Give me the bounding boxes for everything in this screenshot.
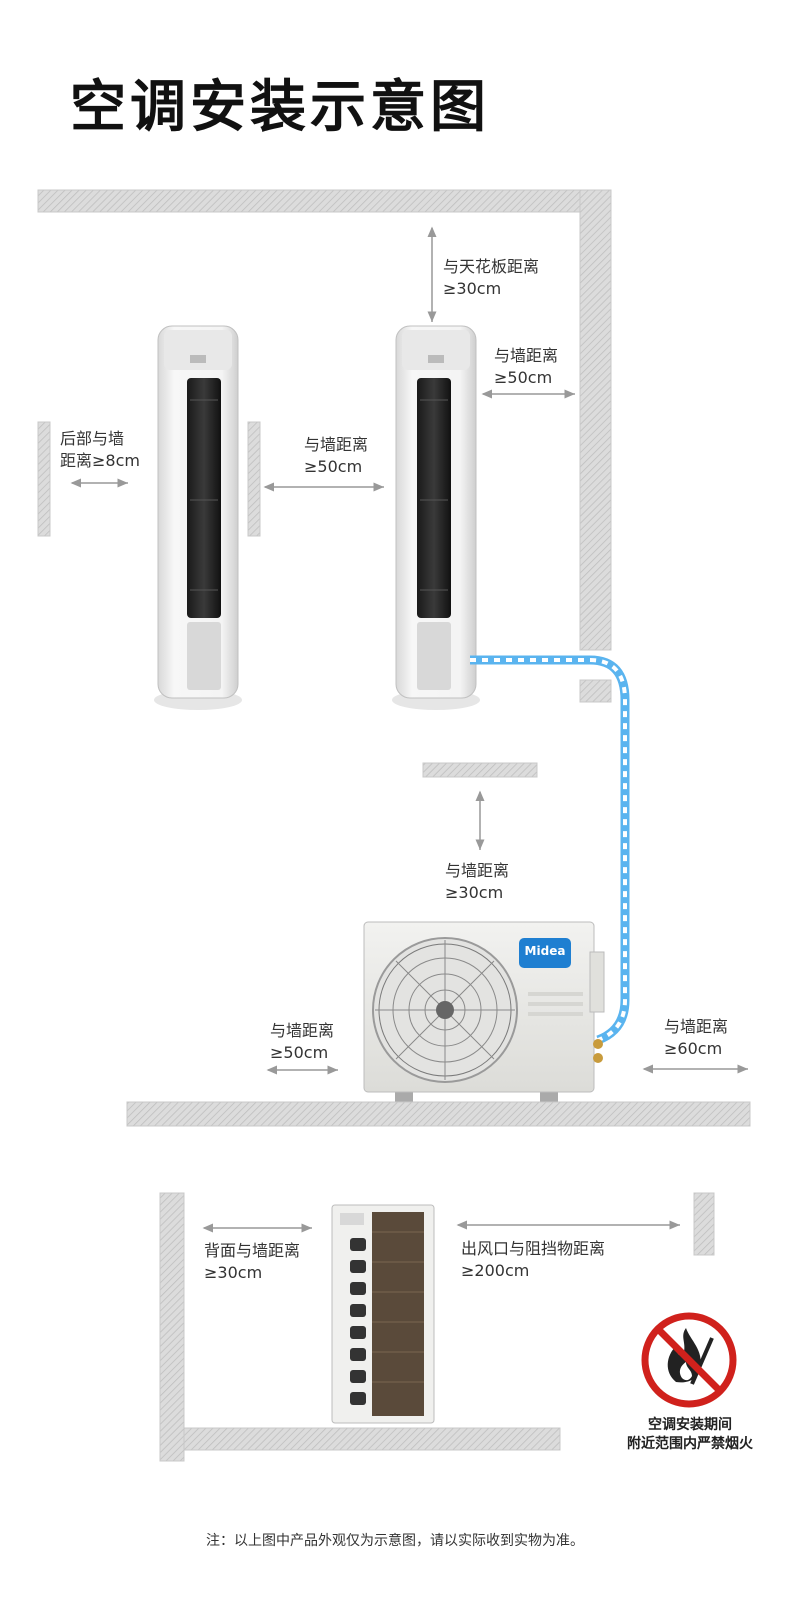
indoor-unit-right: [392, 325, 480, 710]
back-wall-label: 背面与墙距离 ≥30cm: [204, 1241, 301, 1282]
rear-wall-segment: [37, 421, 51, 537]
footnote: 注：以上图中产品外观仅为示意图，请以实际收到实物为准。: [206, 1533, 584, 1549]
refrigerant-pipe: [470, 655, 630, 1045]
air-outlet-label: 出风口与阻挡物距离 ≥200cm: [461, 1239, 606, 1280]
bottom-floor: [183, 1427, 561, 1451]
ceiling-clearance-label: 与天花板距离 ≥30cm: [443, 257, 540, 298]
ceiling-wall: [37, 189, 612, 213]
outdoor-unit-side: [331, 1204, 435, 1424]
no-fire-warning: 空调安装期间 附近范围内严禁烟火: [627, 1417, 753, 1452]
brand-logo: Midea: [524, 944, 566, 958]
rear-wall-label: 后部与墙 距离≥8cm: [60, 429, 140, 470]
outdoor-top-wall: [422, 762, 538, 778]
floor-slab: [126, 1101, 751, 1127]
indoor-right-wall-label: 与墙距离 ≥50cm: [494, 346, 559, 387]
obstacle-wall: [693, 1192, 715, 1256]
outdoor-top-label: 与墙距离 ≥30cm: [445, 861, 510, 902]
outdoor-right-label: 与墙距离 ≥60cm: [664, 1017, 729, 1058]
right-wall: [579, 189, 612, 703]
dimension-arrows: [70, 226, 748, 1233]
between-units-label: 与墙距离 ≥50cm: [304, 435, 369, 476]
side-wall-segment: [247, 421, 261, 537]
page-title: 空调安装示意图: [70, 75, 490, 140]
outdoor-unit-front: [363, 921, 605, 1102]
outdoor-left-label: 与墙距离 ≥50cm: [270, 1021, 335, 1062]
back-wall-vertical: [159, 1192, 185, 1462]
no-fire-sign: [641, 1312, 737, 1408]
indoor-unit-left: [154, 325, 242, 710]
